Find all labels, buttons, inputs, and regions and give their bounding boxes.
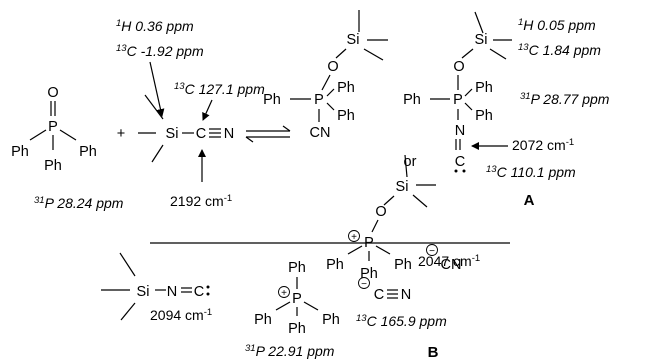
- atom-o: O: [375, 204, 386, 220]
- atom-ph: Ph: [394, 257, 412, 273]
- atom-n: N: [401, 287, 411, 303]
- atom-ph: Ph: [326, 257, 344, 273]
- annotation-ir-b: 2047 cm-1: [418, 253, 480, 270]
- atom-ph: Ph: [475, 80, 493, 96]
- compound-label-a: A: [524, 192, 535, 209]
- atom-ph: Ph: [44, 158, 62, 174]
- annotation-c13-cyano-tmscn: 13C 127.1 ppm: [174, 81, 265, 98]
- equilibrium-arrows: [245, 125, 291, 143]
- annotation-ir-a: 2072 cm-1: [512, 137, 574, 154]
- positive-charge: +: [351, 232, 357, 243]
- plus-sign: +: [117, 126, 125, 142]
- annotation-p31-b: 31P 22.91 ppm: [245, 343, 335, 360]
- compound-label-b: B: [428, 344, 439, 360]
- atom-n: N: [167, 284, 177, 300]
- atom-c: C: [194, 284, 204, 300]
- phosphonium-cyanide-b: Ph + P Ph Ph Ph − C N: [254, 260, 411, 337]
- atom-ph: Ph: [322, 312, 340, 328]
- negative-charge: −: [361, 279, 367, 290]
- atom-ph: Ph: [263, 92, 281, 108]
- atom-p: P: [292, 291, 302, 307]
- atom-p: P: [48, 119, 58, 135]
- atom-ph: Ph: [360, 266, 378, 282]
- annotation-p31-a: 31P 28.77 ppm: [520, 91, 610, 108]
- trimethylsilyl-cyanide: Si C N: [138, 94, 234, 163]
- atom-ph: Ph: [475, 108, 493, 124]
- annotation-c13-isocyano-a: 13C 110.1 ppm: [486, 164, 576, 181]
- atom-si: Si: [347, 32, 360, 48]
- atom-p: P: [314, 92, 324, 108]
- atom-n: N: [224, 126, 234, 142]
- annotation-p31-tppo: 31P 28.24 ppm: [34, 195, 124, 212]
- atom-n: N: [455, 123, 465, 139]
- atom-o: O: [453, 59, 464, 75]
- atom-c: C: [455, 154, 465, 170]
- annotation-arrow: [149, 61, 165, 117]
- atom-c: C: [374, 287, 384, 303]
- atom-c: C: [196, 126, 206, 142]
- atom-o: O: [327, 59, 338, 75]
- isocyanide-adduct-a: Si O P Ph Ph Ph N C: [403, 11, 512, 173]
- annotation-c13-cyanide-b: 13C 165.9 ppm: [356, 313, 447, 330]
- annotation-c13-methyl-a: 13C 1.84 ppm: [518, 42, 601, 59]
- atom-si: Si: [166, 126, 179, 142]
- positive-charge: +: [281, 288, 287, 299]
- atom-cn: CN: [310, 125, 331, 141]
- annotation-h1-a: 1H 0.05 ppm: [518, 17, 596, 34]
- annotation-c13-methyl-tmscn: 13C -1.92 ppm: [116, 43, 204, 60]
- atom-ph: Ph: [254, 312, 272, 328]
- annotation-h1-tmscn: 1H 0.36 ppm: [116, 18, 194, 35]
- or-label: or: [404, 154, 417, 170]
- atom-ph: Ph: [79, 144, 97, 160]
- atom-si: Si: [137, 284, 150, 300]
- pentacoordinate-phosphorus-adduct: Si O P Ph Ph Ph CN: [263, 10, 388, 141]
- atom-si: Si: [475, 32, 488, 48]
- trimethylsilyl-isocyanide: Si N C: [101, 252, 210, 321]
- annotation-arrow: [202, 99, 213, 121]
- atom-ph: Ph: [11, 144, 29, 160]
- atom-o: O: [47, 85, 58, 101]
- atom-si: Si: [396, 179, 409, 195]
- negative-charge: −: [429, 246, 435, 257]
- triphenylphosphine-oxide: O P Ph Ph Ph: [11, 85, 97, 174]
- atom-ph: Ph: [288, 260, 306, 276]
- atom-ph: Ph: [337, 108, 355, 124]
- annotation-ir-tmscn: 2192 cm-1: [170, 193, 232, 210]
- atom-cn: CN: [441, 257, 462, 273]
- atom-p: P: [453, 92, 463, 108]
- atom-ph: Ph: [288, 321, 306, 337]
- atom-ph: Ph: [403, 92, 421, 108]
- atom-ph: Ph: [337, 80, 355, 96]
- annotation-ir-tmsnc: 2094 cm-1: [150, 307, 212, 324]
